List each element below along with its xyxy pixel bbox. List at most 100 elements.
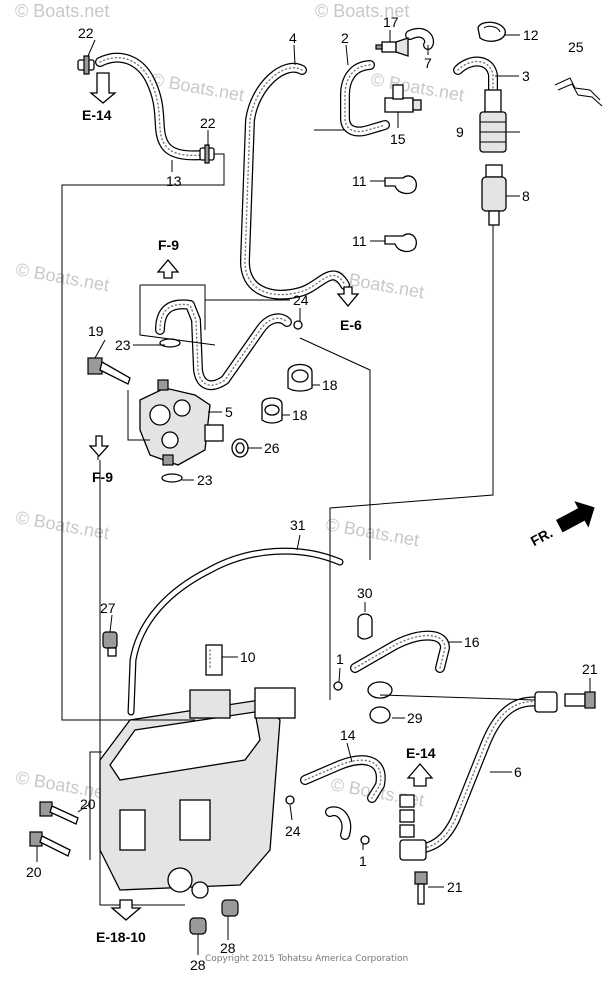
callout: 1 [336, 651, 344, 667]
ref-e14-top: E-14 [82, 72, 117, 123]
cap-28-left [189, 917, 207, 935]
callout: 24 [293, 292, 309, 308]
hose-16 [350, 630, 450, 673]
clip-1-top [333, 681, 343, 691]
ref-e18: E-18-10 [96, 899, 146, 945]
front-direction-label: FR. [528, 524, 555, 549]
ring-23-bottom [161, 473, 183, 483]
ref-f9-top: F-9 [156, 237, 180, 279]
hose-4 [239, 63, 350, 300]
callout: 22 [78, 25, 94, 41]
callout: 30 [357, 585, 373, 601]
cap-28-right [221, 899, 239, 917]
callout: 6 [514, 764, 522, 780]
callout: 31 [290, 517, 306, 533]
fuel-pump-5 [139, 379, 224, 466]
clip-1-bottom [360, 835, 370, 845]
watermark: © Boats.net [14, 767, 110, 803]
clamp-22-mid [199, 144, 215, 164]
callout: 18 [292, 407, 308, 423]
ref-label: E-18-10 [96, 929, 146, 945]
callout: 16 [464, 634, 480, 650]
part-27 [102, 631, 118, 657]
leader-lines [36, 30, 591, 955]
bolt-20-upper [39, 801, 79, 825]
callout: 3 [522, 68, 530, 84]
clamp-11-lower [384, 233, 417, 253]
callout: 12 [523, 27, 539, 43]
clamp-11-upper [384, 175, 417, 195]
hose-13 [95, 52, 210, 161]
bolt-21-top [564, 691, 596, 709]
callout: 27 [100, 600, 116, 616]
ref-e6: E-6 [336, 286, 362, 333]
ref-label: F-9 [92, 469, 113, 485]
callout: 18 [322, 377, 338, 393]
callout: 11 [352, 233, 367, 249]
hose-6 [420, 696, 545, 853]
hose-14 [300, 755, 386, 840]
callout: 5 [225, 404, 233, 420]
callout: 25 [568, 39, 584, 55]
callout: 4 [289, 30, 297, 46]
bolt-21-bottom [414, 871, 428, 905]
callout-numbers: 22 22 13 4 2 17 7 12 3 25 15 9 11 8 11 2… [26, 14, 598, 973]
seal-26 [231, 438, 249, 458]
clamp-29 [367, 681, 393, 724]
watermark: © Boats.net [149, 69, 245, 105]
ref-label: E-6 [340, 317, 362, 333]
tube-10 [205, 644, 223, 676]
callout: 8 [522, 188, 530, 204]
clamp-12 [477, 21, 506, 42]
callout: 7 [424, 55, 432, 71]
callout: 10 [240, 649, 256, 665]
callout: 29 [407, 710, 423, 726]
callout: 19 [88, 323, 104, 339]
spring-assembly [399, 794, 415, 838]
watermark: © Boats.net [315, 1, 409, 21]
callout: 20 [26, 864, 42, 880]
bolt-19 [87, 357, 131, 385]
fitting-17 [375, 37, 409, 57]
clamp-24-top [293, 320, 303, 330]
callout: 23 [115, 337, 131, 353]
callout: 20 [80, 796, 96, 812]
fitting-6-lower [399, 839, 427, 861]
callout: 9 [456, 124, 464, 140]
tube-25 [554, 77, 603, 107]
callout: 22 [200, 115, 216, 131]
hose-f9-loop [155, 299, 292, 391]
callout: 1 [359, 853, 367, 869]
filter-9 [479, 89, 507, 153]
fitting-6-end [534, 691, 558, 713]
copyright-notice: Copyright 2015 Tohatsu America Corporati… [205, 954, 408, 964]
callout: 28 [190, 957, 206, 973]
clip-24-bottom [285, 795, 295, 805]
filter-8 [481, 164, 507, 226]
callout: 13 [166, 173, 182, 189]
callout: 11 [352, 173, 367, 189]
callout: 14 [340, 727, 356, 743]
callout: 21 [582, 661, 598, 677]
vapor-separator [99, 687, 296, 899]
ref-label: E-14 [406, 745, 436, 761]
bolt-20-lower [29, 831, 71, 857]
watermark: © Boats.net [15, 1, 109, 21]
hose-2 [340, 60, 390, 137]
joint-15 [384, 84, 422, 113]
callout: 23 [197, 472, 213, 488]
callout: 17 [383, 14, 399, 30]
ref-f9-left: F-9 [88, 435, 113, 485]
clamp-22-top [77, 55, 95, 75]
ref-label: E-14 [82, 107, 112, 123]
callout: 15 [390, 131, 406, 147]
hose-7 [405, 27, 434, 50]
hose-31 [127, 547, 344, 716]
hose-3 [453, 56, 498, 97]
clamp-18-upper [287, 363, 313, 392]
front-direction-indicator: FR. [528, 501, 595, 549]
callout: 21 [447, 879, 463, 895]
ref-label: F-9 [158, 237, 179, 253]
callout: 28 [220, 940, 236, 956]
